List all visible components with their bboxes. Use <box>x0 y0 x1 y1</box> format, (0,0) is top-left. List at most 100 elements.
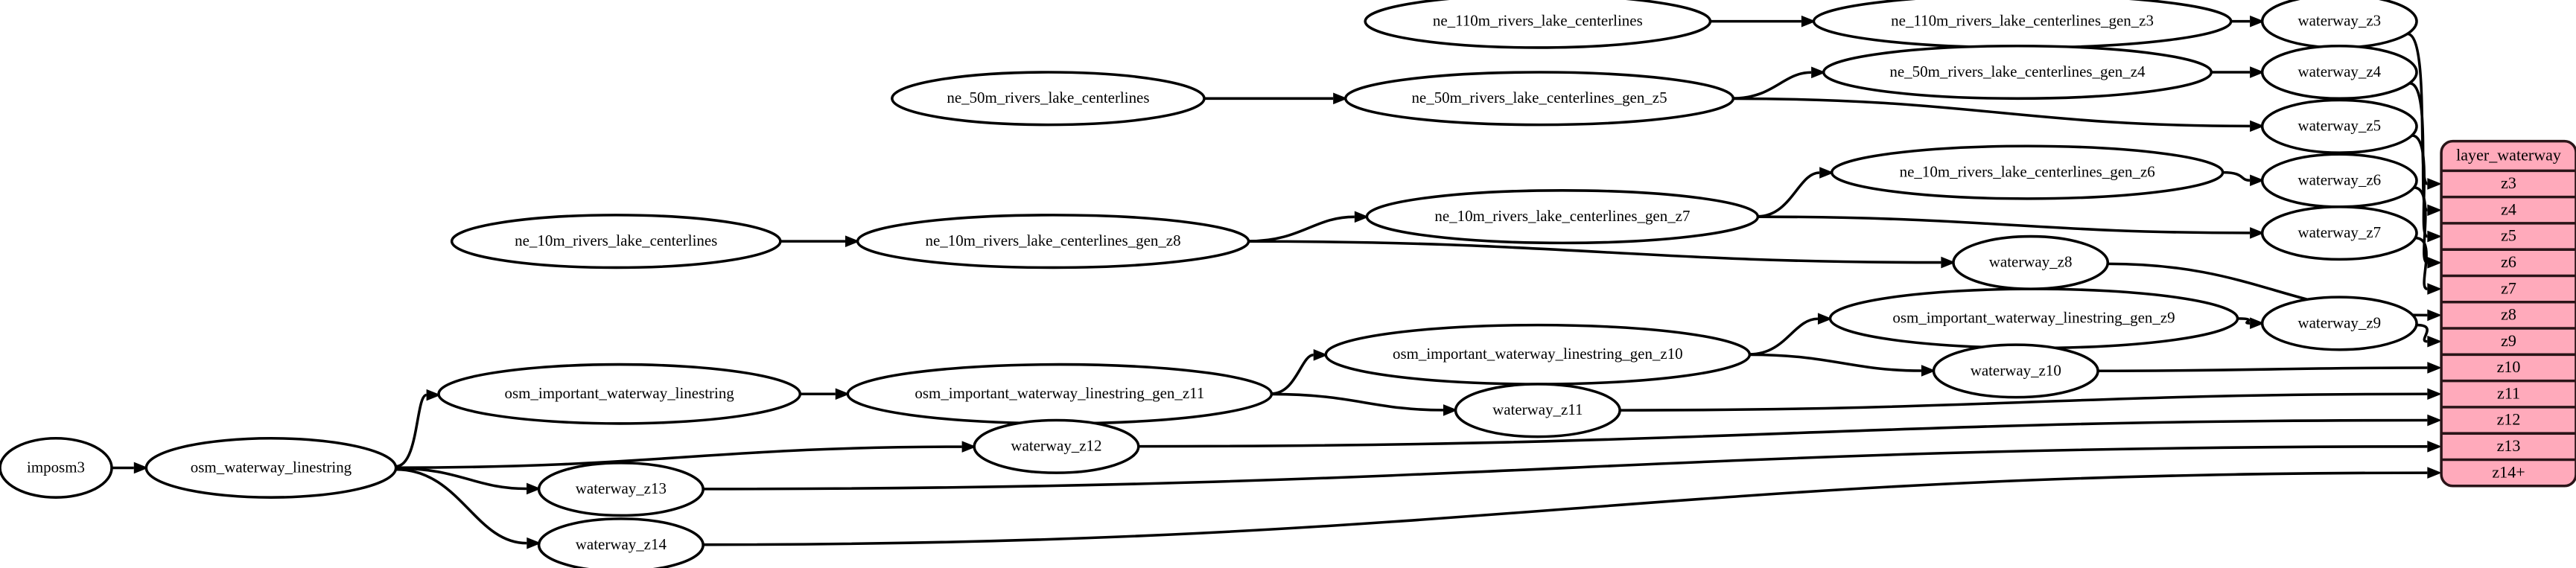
node-ellipse[interactable] <box>144 437 398 499</box>
edge-arrow-icon <box>2427 388 2442 401</box>
edge-arrow-icon <box>527 482 541 495</box>
graph-node[interactable]: imposm3 <box>0 437 113 499</box>
node-label: ne_50m_rivers_lake_centerlines_gen_z4 <box>1889 63 2146 80</box>
graph-node[interactable]: waterway_z9 <box>2260 296 2418 351</box>
node-ellipse[interactable] <box>1932 343 2099 399</box>
node-ellipse[interactable] <box>2260 98 2418 154</box>
node-ellipse[interactable] <box>973 418 1140 474</box>
node-ellipse[interactable] <box>1364 0 1712 49</box>
table-row[interactable]: z8 <box>2441 302 2576 330</box>
node-ellipse[interactable] <box>537 462 705 517</box>
table-row-label: z5 <box>2501 226 2516 245</box>
graph-node[interactable]: waterway_z10 <box>1932 343 2099 399</box>
node-ellipse[interactable] <box>1822 44 2213 100</box>
table-row[interactable]: z7 <box>2441 275 2576 304</box>
table-row-label: z13 <box>2497 436 2521 455</box>
node-ellipse[interactable] <box>0 437 113 499</box>
node-ellipse[interactable] <box>856 214 1250 269</box>
node-ellipse[interactable] <box>537 517 705 568</box>
table-row[interactable]: z14+ <box>2441 459 2576 485</box>
graph-node[interactable]: waterway_z12 <box>973 418 1140 474</box>
node-label: waterway_z11 <box>1492 401 1583 418</box>
edge-arrow-icon <box>2427 257 2442 269</box>
node-ellipse[interactable] <box>450 214 782 269</box>
table-row[interactable]: z6 <box>2441 249 2576 278</box>
edge-arrow-icon <box>1333 92 1348 105</box>
table-row-label: z10 <box>2497 357 2521 376</box>
node-label: ne_110m_rivers_lake_centerlines_gen_z3 <box>1891 12 2154 30</box>
node-ellipse[interactable] <box>1952 234 2110 290</box>
table-row[interactable]: z3 <box>2441 170 2576 199</box>
graph-node[interactable]: osm_important_waterway_linestring_gen_z9 <box>1828 287 2239 350</box>
node-label: osm_important_waterway_linestring_gen_z1… <box>915 384 1204 402</box>
graph-node[interactable]: waterway_z11 <box>1454 383 1621 438</box>
graph-edge <box>703 471 2428 546</box>
node-ellipse[interactable] <box>1343 71 1735 127</box>
edge-arrow-icon <box>1313 348 1329 361</box>
graph-node[interactable]: ne_50m_rivers_lake_centerlines <box>891 71 1206 127</box>
node-ellipse[interactable] <box>2260 44 2418 100</box>
graph-edge <box>395 393 427 468</box>
graph-node[interactable]: ne_10m_rivers_lake_centerlines_gen_z8 <box>856 214 1250 269</box>
node-label: ne_110m_rivers_lake_centerlines <box>1433 12 1643 30</box>
table-row[interactable]: z5 <box>2441 223 2576 251</box>
graph-node[interactable]: osm_waterway_linestring <box>144 437 398 499</box>
edge-arrow-icon <box>2427 362 2442 374</box>
node-label: waterway_z12 <box>1011 437 1101 455</box>
graph-edge <box>703 445 2428 491</box>
graph-edge <box>395 467 527 491</box>
graph-node[interactable]: ne_50m_rivers_lake_centerlines_gen_z4 <box>1822 44 2213 100</box>
edge-arrow-icon <box>2427 335 2442 348</box>
graph-edge <box>1758 171 1820 218</box>
edges-layer <box>112 15 2442 549</box>
edge-arrow-icon <box>2427 230 2442 243</box>
node-ellipse[interactable] <box>2260 296 2418 351</box>
graph-node[interactable]: waterway_z14 <box>537 517 705 568</box>
graph-node[interactable]: ne_110m_rivers_lake_centerlines <box>1364 0 1712 49</box>
node-ellipse[interactable] <box>1454 383 1621 438</box>
node-ellipse[interactable] <box>1830 144 2224 200</box>
graph-node[interactable]: ne_10m_rivers_lake_centerlines_gen_z6 <box>1830 144 2224 200</box>
table-row-label: z14+ <box>2492 462 2525 481</box>
graph-node[interactable]: waterway_z6 <box>2260 153 2418 208</box>
graph-node[interactable]: waterway_z8 <box>1952 234 2110 290</box>
table-row[interactable]: z12 <box>2441 407 2576 435</box>
table-row[interactable]: z9 <box>2441 328 2576 357</box>
table-row-label: z12 <box>2497 410 2521 429</box>
node-label: ne_10m_rivers_lake_centerlines_gen_z8 <box>926 232 1181 249</box>
node-ellipse[interactable] <box>2260 205 2418 261</box>
graph-node[interactable]: ne_10m_rivers_lake_centerlines <box>450 214 782 269</box>
table-row[interactable]: z4 <box>2441 197 2576 225</box>
edge-arrow-icon <box>2427 441 2442 453</box>
table-row[interactable]: z13 <box>2441 433 2576 462</box>
graph-node[interactable]: waterway_z5 <box>2260 98 2418 154</box>
layer-waterway-table[interactable]: layer_waterwayz3z4z5z6z7z8z9z10z11z12z13… <box>2440 139 2576 488</box>
table-row[interactable]: z10 <box>2441 354 2576 383</box>
graph-node[interactable]: osm_important_waterway_linestring_gen_z1… <box>846 363 1273 425</box>
graph-node[interactable]: ne_50m_rivers_lake_centerlines_gen_z5 <box>1343 71 1735 127</box>
node-ellipse[interactable] <box>891 71 1206 127</box>
edge-arrow-icon <box>2250 66 2265 78</box>
node-label: waterway_z14 <box>576 535 667 553</box>
graph-node[interactable]: osm_important_waterway_linestring <box>437 363 802 425</box>
graph-node[interactable]: ne_110m_rivers_lake_centerlines_gen_z3 <box>1812 0 2233 49</box>
graph-node[interactable]: waterway_z13 <box>537 462 705 517</box>
node-label: ne_50m_rivers_lake_centerlines_gen_z5 <box>1411 89 1667 106</box>
graph-node[interactable]: ne_10m_rivers_lake_centerlines_gen_z7 <box>1365 189 1760 245</box>
graph-edge <box>1733 97 2251 128</box>
node-ellipse[interactable] <box>1365 189 1760 245</box>
node-label: osm_important_waterway_linestring_gen_z9 <box>1892 309 2175 327</box>
node-label: waterway_z10 <box>1971 361 2061 379</box>
node-ellipse[interactable] <box>437 363 802 425</box>
graph-node[interactable]: osm_important_waterway_linestring_gen_z1… <box>1324 323 1752 386</box>
edge-arrow-icon <box>426 389 442 401</box>
graph-node[interactable]: waterway_z7 <box>2260 205 2418 261</box>
graph-node[interactable]: waterway_z3 <box>2260 0 2418 49</box>
table-row-label: z7 <box>2501 278 2516 297</box>
edge-arrow-icon <box>1801 15 1816 28</box>
edge-arrow-icon <box>2250 227 2265 239</box>
table-row[interactable]: z11 <box>2441 381 2576 409</box>
graph-node[interactable]: waterway_z4 <box>2260 44 2418 100</box>
edge-arrow-icon <box>2250 120 2265 133</box>
